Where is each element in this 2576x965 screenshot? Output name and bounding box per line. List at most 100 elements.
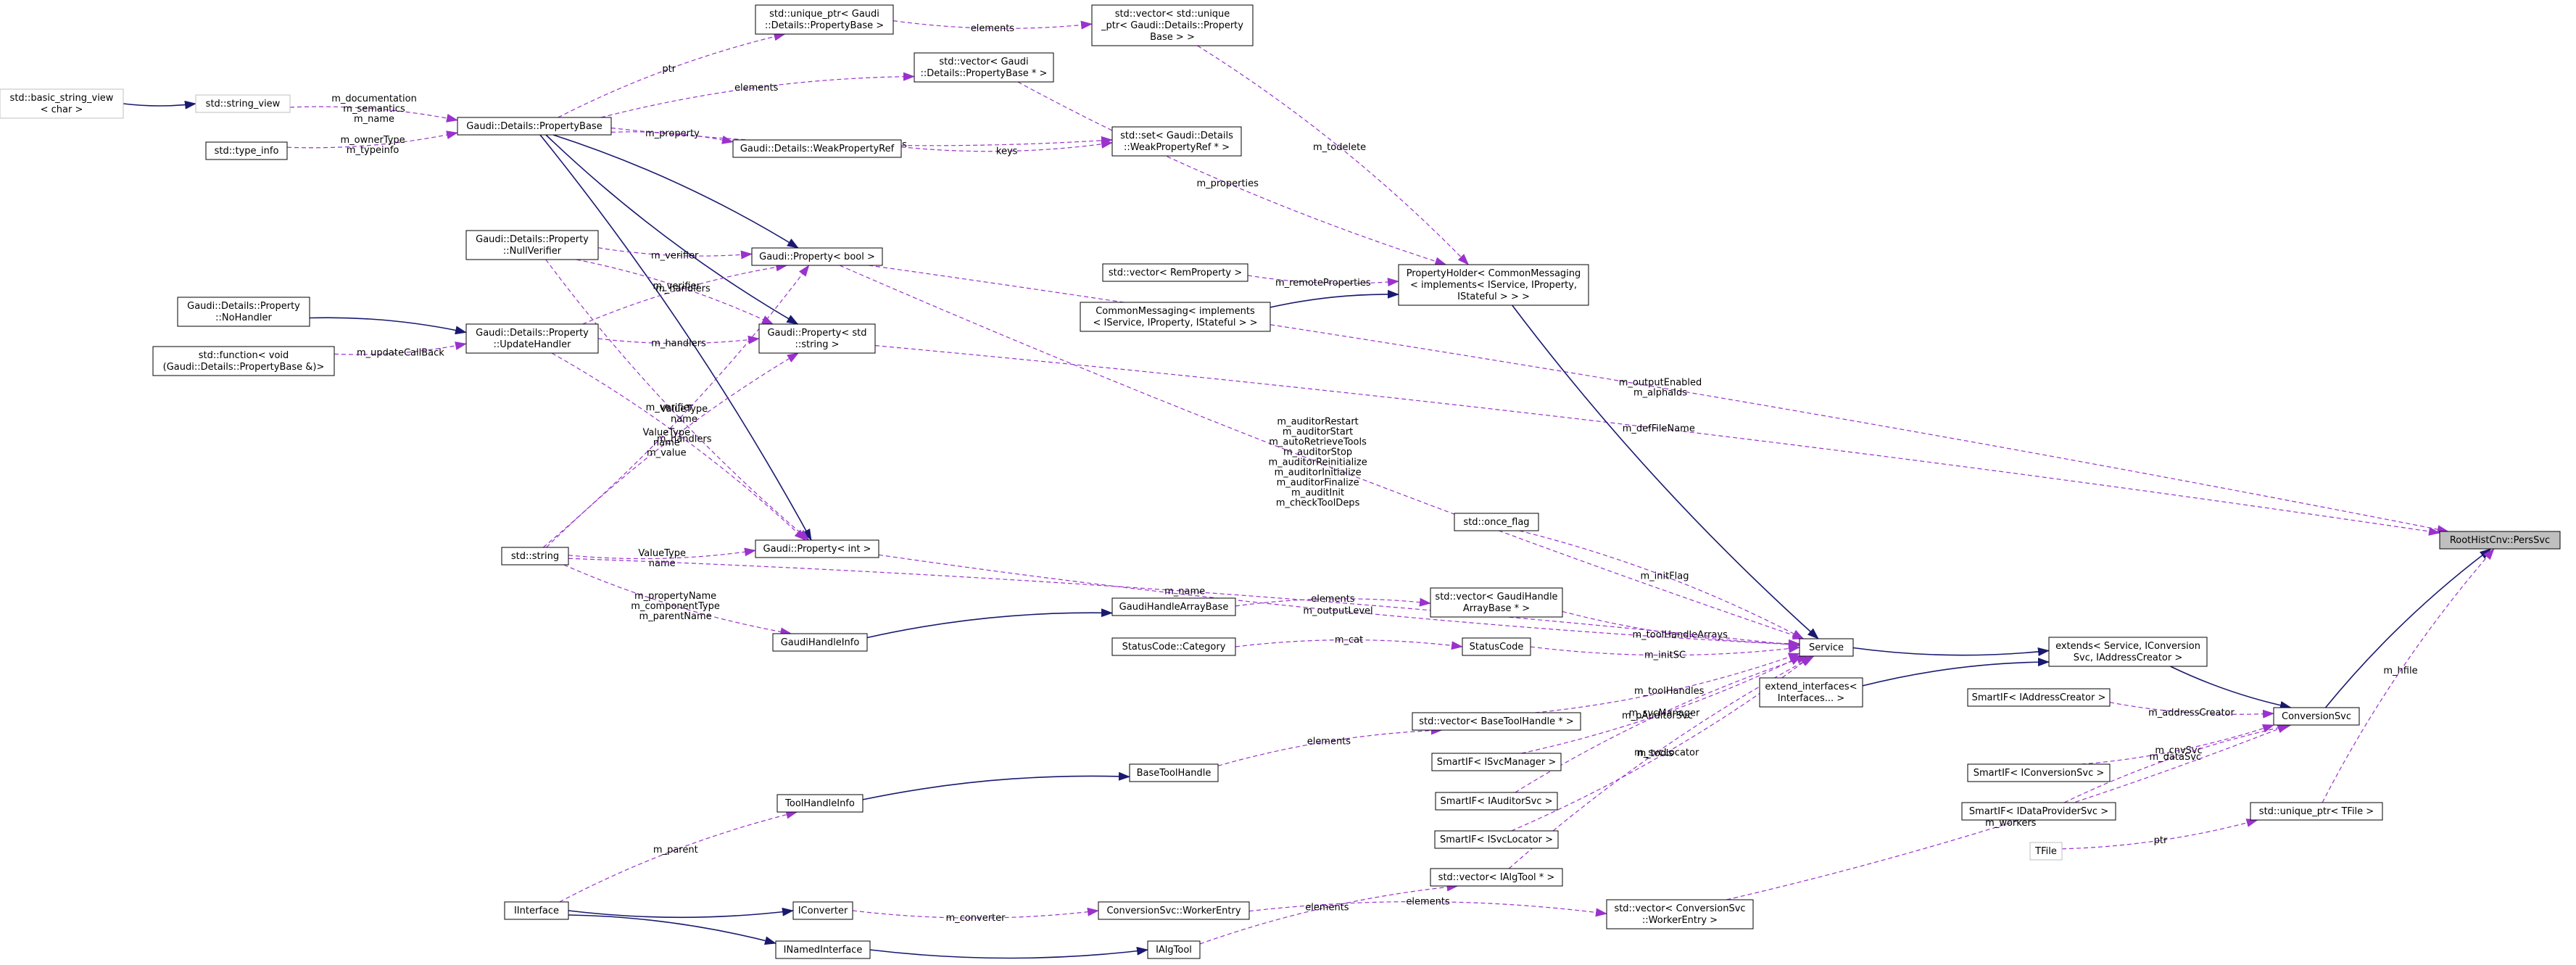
class-node-SmartIF_IConversionSvc[interactable]: SmartIF< IConversionSvc >	[1967, 763, 2111, 782]
node-box	[177, 297, 310, 327]
class-node-Property_int[interactable]: Gaudi::Property< int >	[755, 539, 879, 558]
edge-line	[852, 907, 1099, 919]
class-node-SmartIF_IAuditorSvc[interactable]: SmartIF< IAuditorSvc >	[1435, 792, 1558, 811]
inheritance-edge-PropertyHolder-to-Service	[1512, 305, 1819, 639]
class-node-StatusCode_Category[interactable]: StatusCode::Category	[1111, 637, 1236, 656]
class-node-vector_RemProperty[interactable]: std::vector< RemProperty >	[1102, 263, 1248, 282]
class-node-SmartIF_IDataProviderSvc[interactable]: SmartIF< IDataProviderSvc >	[1961, 802, 2116, 821]
class-node-SmartIF_ISvcManager[interactable]: SmartIF< ISvcManager >	[1431, 753, 1562, 771]
class-node-SmartIF_ISvcLocator[interactable]: SmartIF< ISvcLocator >	[1434, 830, 1559, 849]
edge-line	[309, 317, 467, 335]
class-node-PropertyHolder[interactable]: PropertyHolder< CommonMessaging< impleme…	[1398, 264, 1589, 306]
edge-label: name	[653, 438, 680, 449]
class-node-Property_bool[interactable]: Gaudi::Property< bool >	[751, 247, 883, 266]
node-label: std::vector< ConversionSvc	[1614, 903, 1745, 914]
class-node-RootHistCnv[interactable]: RootHistCnv::PersSvc	[2439, 531, 2561, 550]
node-box	[1967, 688, 2111, 707]
edge-label: m_componentType	[631, 601, 720, 612]
class-node-unique_ptr_PB[interactable]: std::unique_ptr< Gaudi::Details::Propert…	[755, 4, 894, 35]
class-node-vector_unique_ptr_PB[interactable]: std::vector< std::unique_ptr< Gaudi::Det…	[1091, 4, 1254, 46]
usage-edge-PropertyBase-to-vector_PB_ptr: elements	[600, 72, 915, 118]
node-box	[1430, 868, 1563, 887]
node-box	[1091, 4, 1254, 46]
node-label: ::NullVerifier	[503, 246, 562, 257]
class-node-vector_WorkerEntry[interactable]: std::vector< ConversionSvc::WorkerEntry …	[1606, 899, 1754, 929]
edge-label: m_initSC	[1644, 650, 1686, 661]
node-box	[1799, 638, 1854, 657]
class-node-once_flag[interactable]: std::once_flag	[1454, 513, 1539, 531]
node-box	[775, 940, 871, 959]
class-node-CommonMessaging[interactable]: CommonMessaging< implements< IService, I…	[1080, 302, 1271, 332]
class-node-extends_Service[interactable]: extends< Service, IConversionSvc, IAddre…	[2048, 637, 2208, 667]
class-node-UpdateHandler[interactable]: Gaudi::Details::Property::UpdateHandler	[465, 323, 599, 354]
node-label: std::unique_ptr< TFile >	[2259, 806, 2374, 817]
node-box	[1434, 830, 1559, 849]
class-node-ToolHandleInfo[interactable]: ToolHandleInfo	[776, 794, 864, 813]
class-node-basic_string_view[interactable]: std::basic_string_view< char >	[0, 88, 124, 119]
class-node-GaudiHandleArrayBase[interactable]: GaudiHandleArrayBase	[1111, 597, 1236, 616]
class-node-IConverter[interactable]: IConverter	[792, 901, 853, 920]
class-node-std_string[interactable]: std::string	[501, 547, 569, 566]
class-node-SmartIF_IAddressCreator[interactable]: SmartIF< IAddressCreator >	[1967, 688, 2111, 707]
node-box	[1606, 899, 1754, 929]
edge-line	[568, 558, 1800, 649]
usage-edge-std_string-to-GaudiHandleInfo: m_propertyNamem_componentTypem_parentNam…	[563, 564, 792, 637]
class-node-NoHandler[interactable]: Gaudi::Details::Property::NoHandler	[177, 297, 310, 327]
class-node-WorkerEntry[interactable]: ConversionSvc::WorkerEntry	[1098, 901, 1250, 920]
inheritance-edge-PropertyBase-to-Property_string	[545, 134, 799, 325]
edges-layer: m_documentationm_semanticsm_namem_ownerT…	[123, 20, 2495, 959]
node-label: TFile	[2034, 846, 2057, 857]
class-node-GaudiHandleInfo[interactable]: GaudiHandleInfo	[772, 633, 868, 652]
class-node-vector_PB_ptr[interactable]: std::vector< Gaudi::Details::PropertyBas…	[914, 52, 1054, 83]
nodes-layer: std::basic_string_view< char >std::strin…	[0, 4, 2561, 959]
edge-label: m_handlers	[651, 339, 706, 349]
class-node-INamedInterface[interactable]: INamedInterface	[775, 940, 871, 959]
class-node-extend_interfaces[interactable]: extend_interfaces<Interfaces... >	[1759, 677, 1863, 708]
class-node-StatusCode[interactable]: StatusCode	[1462, 637, 1531, 656]
class-node-type_info[interactable]: std::type_info	[205, 141, 288, 160]
class-node-set_WeakPropertyRef[interactable]: std::set< Gaudi::Details::WeakPropertyRe…	[1111, 126, 1242, 157]
class-node-vector_IAlgTool[interactable]: std::vector< IAlgTool * >	[1430, 868, 1563, 887]
usage-edge-function_void-to-UpdateHandler: m_updateCallBack	[334, 341, 467, 359]
class-node-WeakPropertyRef[interactable]: Gaudi::Details::WeakPropertyRef	[732, 139, 902, 158]
edge-line	[2322, 548, 2495, 803]
node-label: GaudiHandleInfo	[781, 637, 860, 648]
node-box	[1759, 677, 1863, 708]
node-box	[0, 88, 124, 119]
node-box	[465, 230, 599, 260]
edge-label: ValueType	[638, 548, 686, 559]
class-node-string_view[interactable]: std::string_view	[195, 94, 291, 113]
edge-label: m_properties	[1196, 178, 1259, 189]
class-node-Service[interactable]: Service	[1799, 638, 1854, 657]
node-box	[1412, 712, 1581, 731]
usage-edge-GaudiHandleArrayBase-to-vector_GaudiHandleArrayBase: elements	[1235, 594, 1431, 607]
edge-label: m_auditInit	[1291, 488, 1344, 499]
edge-line	[2063, 723, 2292, 803]
class-node-vector_GaudiHandleArrayBase[interactable]: std::vector< GaudiHandleArrayBase * >	[1430, 587, 1563, 618]
class-node-NullVerifier[interactable]: Gaudi::Details::Property::NullVerifier	[465, 230, 599, 260]
class-node-function_void[interactable]: std::function< void(Gaudi::Details::Prop…	[152, 346, 335, 376]
class-node-IInterface[interactable]: IInterface	[504, 901, 569, 920]
class-node-unique_ptr_TFile[interactable]: std::unique_ptr< TFile >	[2250, 802, 2383, 821]
node-label: Interfaces... >	[1778, 693, 1844, 704]
usage-edge-vector_GaudiHandleArrayBase-to-Service: m_toolHandleArrays	[1562, 610, 1800, 648]
class-node-BaseToolHandle[interactable]: BaseToolHandle	[1129, 763, 1219, 782]
class-node-TFile[interactable]: TFile	[2029, 842, 2063, 861]
edge-line	[563, 564, 792, 637]
node-box	[1967, 763, 2111, 782]
class-node-Property_string[interactable]: Gaudi::Property< std::string >	[758, 323, 876, 354]
node-label: IAlgTool	[1156, 945, 1192, 956]
class-node-ConversionSvc[interactable]: ConversionSvc	[2273, 707, 2360, 726]
class-node-IAlgTool[interactable]: IAlgTool	[1147, 940, 1201, 959]
edge-line	[1562, 610, 1800, 648]
class-node-PropertyBase[interactable]: Gaudi::Details::PropertyBase	[457, 117, 612, 136]
usage-edge-vector_RemProperty-to-PropertyHolder: m_remoteProperties	[1247, 275, 1399, 289]
edge-label: m_svcManager	[1629, 708, 1700, 719]
edge-line	[1247, 275, 1399, 287]
class-node-vector_BaseToolHandle[interactable]: std::vector< BaseToolHandle * >	[1412, 712, 1581, 731]
edge-label: m_cat	[1335, 635, 1363, 646]
node-box	[465, 323, 599, 354]
